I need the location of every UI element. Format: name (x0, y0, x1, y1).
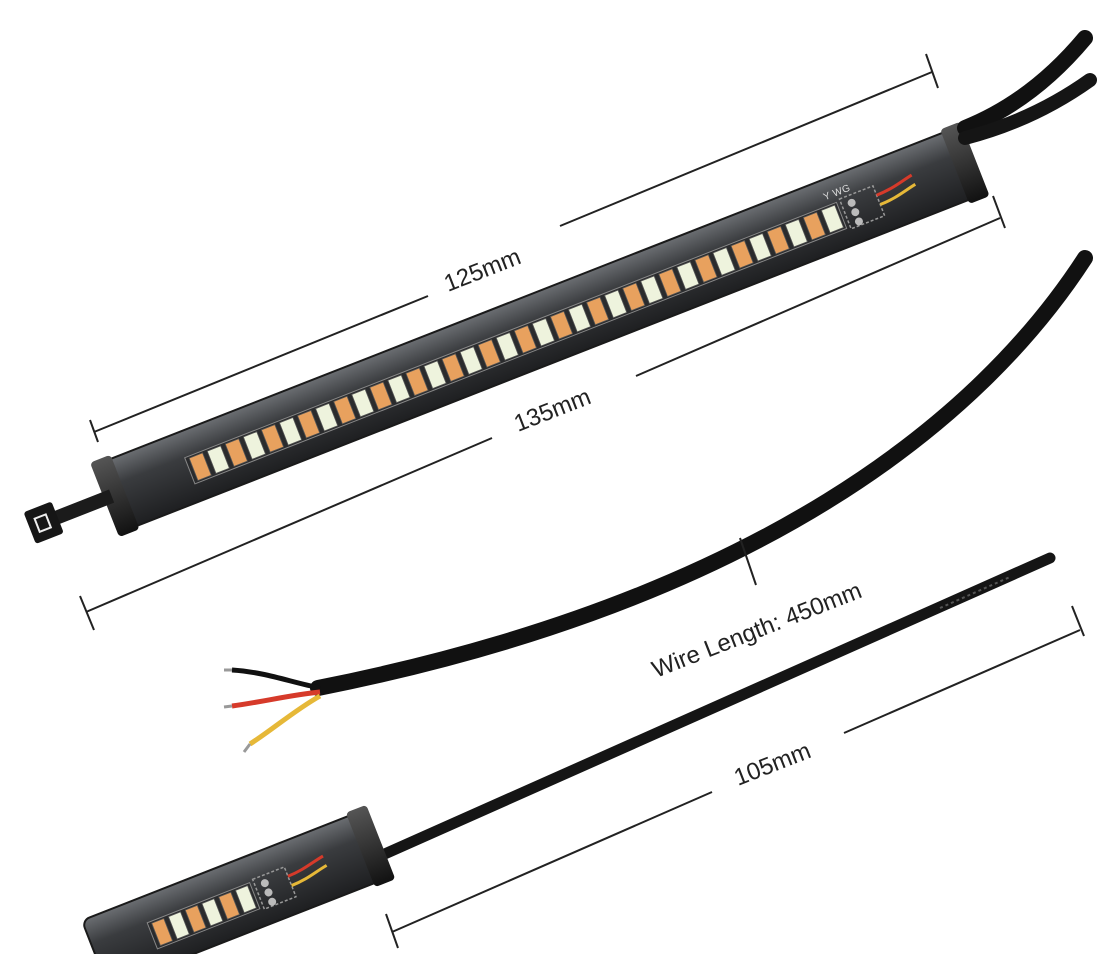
led-chip (459, 346, 483, 375)
dimension-label-wire: Wire Length: 450mm (648, 577, 865, 683)
cable-top-right-1 (957, 30, 1093, 136)
led-chip (820, 204, 845, 234)
strip-end-cap-left (91, 455, 139, 536)
led-chip (802, 211, 826, 241)
led-chip (278, 417, 303, 446)
pad-label-g: G (841, 183, 852, 196)
zip-tie-tail (354, 552, 1056, 871)
dimension-label-125: 125mm (440, 243, 524, 297)
led-row-secondary (151, 885, 257, 947)
dimension-105 (385, 605, 1085, 949)
led-chip (224, 438, 248, 467)
led-chip (201, 898, 224, 927)
led-chip (405, 367, 429, 397)
led-chip (188, 452, 212, 482)
led-chip (477, 339, 501, 368)
pad-label-w: W (831, 186, 844, 200)
led-chip (423, 360, 447, 390)
dimension-label-135: 135mm (510, 383, 594, 437)
wire-ends (223, 667, 322, 753)
led-chip (369, 381, 393, 411)
led-chip (694, 254, 718, 283)
led-chip (333, 395, 357, 425)
led-chip (151, 917, 174, 947)
led-chip (234, 885, 257, 914)
led-board (184, 201, 848, 485)
led-chip (297, 409, 321, 439)
cable-top-right-2 (958, 73, 1097, 145)
led-chip (784, 218, 808, 248)
led-chip (495, 332, 519, 361)
led-chip (218, 891, 241, 920)
led-chip (712, 247, 736, 276)
pad-label-y: Y (822, 190, 833, 203)
led-chip (730, 240, 754, 269)
dimension-135 (79, 195, 1006, 631)
led-chip (242, 431, 267, 460)
led-chip (658, 268, 682, 297)
led-chip (167, 911, 190, 940)
led-chip (531, 317, 556, 347)
dimension-wire-marker (739, 537, 757, 586)
led-chip (640, 275, 664, 305)
led-chip (604, 289, 628, 319)
led-chip (260, 424, 285, 453)
led-chip (676, 261, 700, 290)
zip-tie-head (24, 489, 115, 544)
led-chip (766, 225, 790, 255)
dimension-label-105: 105mm (730, 737, 814, 791)
led-chip (622, 282, 646, 312)
led-chip (387, 374, 411, 404)
led-chip (441, 353, 465, 382)
led-chip (206, 445, 230, 474)
dimension-125 (89, 53, 939, 443)
led-chip (315, 402, 339, 432)
led-chip (549, 310, 574, 340)
led-chip (748, 232, 772, 262)
led-row (188, 204, 845, 482)
strip-end-cap-right (941, 122, 989, 203)
led-strip-main: Y W G (24, 122, 989, 544)
led-chip (513, 324, 537, 354)
wire-cable (310, 250, 1093, 696)
led-chip (184, 904, 207, 933)
led-chip (567, 303, 592, 333)
led-chip (586, 296, 610, 326)
led-chip (351, 388, 375, 418)
led-strip-secondary (83, 805, 395, 954)
